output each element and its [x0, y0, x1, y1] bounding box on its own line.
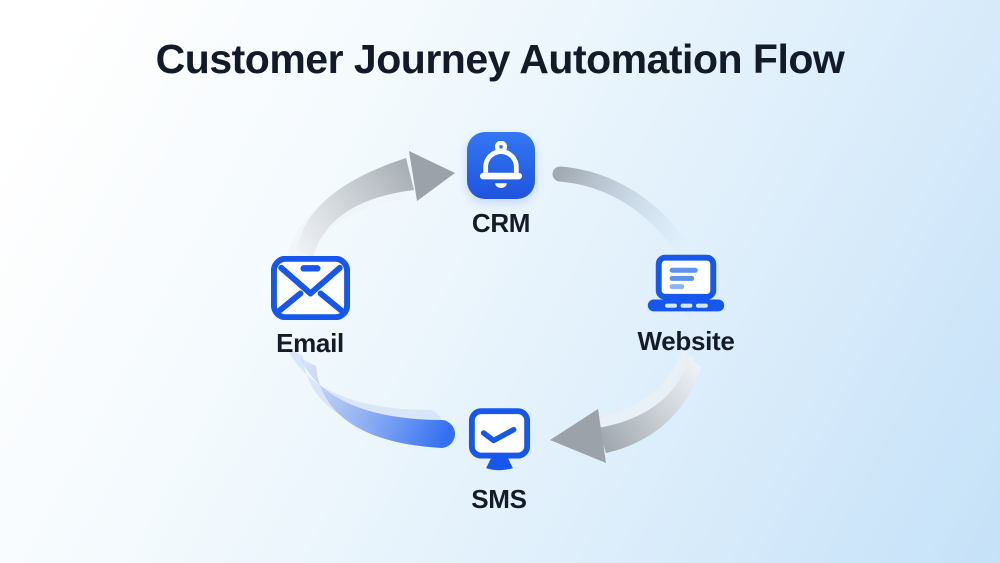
- crm-tile: [467, 132, 535, 199]
- node-crm: CRM: [411, 132, 591, 239]
- node-email: Email: [220, 256, 400, 359]
- laptop-icon: [647, 254, 725, 312]
- node-website: Website: [596, 254, 776, 357]
- node-sms: SMS: [409, 404, 589, 515]
- monitor-icon: [468, 408, 530, 471]
- page-title: Customer Journey Automation Flow: [155, 36, 845, 82]
- node-label-website: Website: [637, 326, 735, 356]
- node-label-crm: CRM: [471, 208, 531, 238]
- node-label-sms: SMS: [471, 484, 527, 514]
- node-label-email: Email: [276, 328, 344, 358]
- bell-icon: [479, 140, 523, 188]
- envelope-icon: [270, 256, 350, 320]
